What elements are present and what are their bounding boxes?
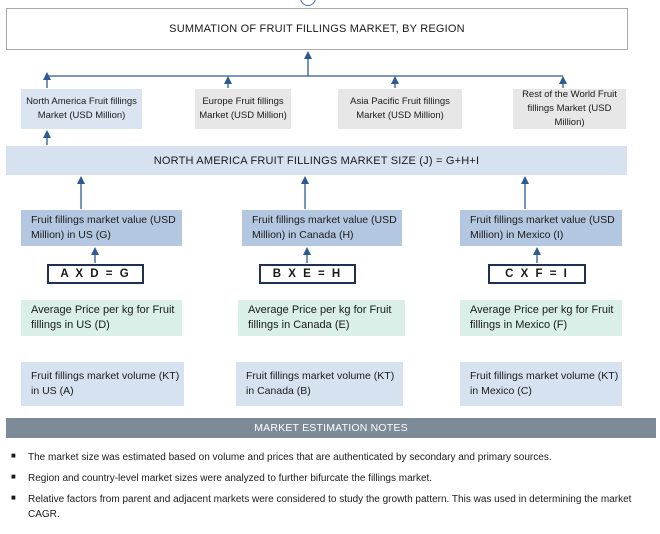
canada-formula-box: B X E = H xyxy=(259,264,356,284)
bullet-icon: ■ xyxy=(11,493,16,502)
canada-average-price-box: Average Price per kg for Fruit fillings … xyxy=(238,300,405,336)
note-text: Relative factors from parent and adjacen… xyxy=(28,494,632,520)
us-market-value-box: Fruit fillings market value (USD Million… xyxy=(21,210,182,246)
mexico-formula-box: C X F = I xyxy=(488,264,586,284)
diagram-title: SUMMATION OF FRUIT FILLINGS MARKET, BY R… xyxy=(6,8,628,50)
canada-market-volume-box: Fruit fillings market volume (KT) in Can… xyxy=(236,362,403,406)
us-formula-box: A X D = G xyxy=(47,264,144,284)
region-rest-of-world: Rest of the World Fruit fillings Market … xyxy=(513,89,626,129)
region-north-america: North America Fruit fillings Market (USD… xyxy=(21,89,142,129)
canada-market-value-box: Fruit fillings market value (USD Million… xyxy=(242,210,402,246)
note-item: ■ Relative factors from parent and adjace… xyxy=(11,492,646,522)
note-text: Region and country-level market sizes we… xyxy=(28,473,433,484)
us-average-price-box: Average Price per kg for Fruit fillings … xyxy=(21,300,182,336)
region-europe: Europe Fruit fillings Market (USD Millio… xyxy=(195,89,291,129)
north-america-market-size-band: NORTH AMERICA FRUIT FILLINGS MARKET SIZE… xyxy=(6,146,627,175)
bullet-icon: ■ xyxy=(11,451,16,460)
market-estimation-notes-list: ■ The market size was estimated based on … xyxy=(11,450,646,528)
market-estimation-notes-header: MARKET ESTIMATION NOTES xyxy=(6,418,656,438)
note-item: ■ The market size was estimated based on … xyxy=(11,450,646,465)
mexico-market-volume-box: Fruit fillings market volume (KT) in Mex… xyxy=(460,362,622,406)
us-market-volume-box: Fruit fillings market volume (KT) in US … xyxy=(21,362,184,406)
mexico-average-price-box: Average Price per kg for Fruit fillings … xyxy=(460,300,622,336)
region-asia-pacific: Asia Pacific Fruit fillings Market (USD … xyxy=(338,89,462,129)
note-item: ■ Region and country-level market sizes w… xyxy=(11,471,646,486)
mexico-market-value-box: Fruit fillings market value (USD Million… xyxy=(460,210,622,246)
note-text: The market size was estimated based on v… xyxy=(28,452,552,463)
bullet-icon: ■ xyxy=(11,472,16,481)
